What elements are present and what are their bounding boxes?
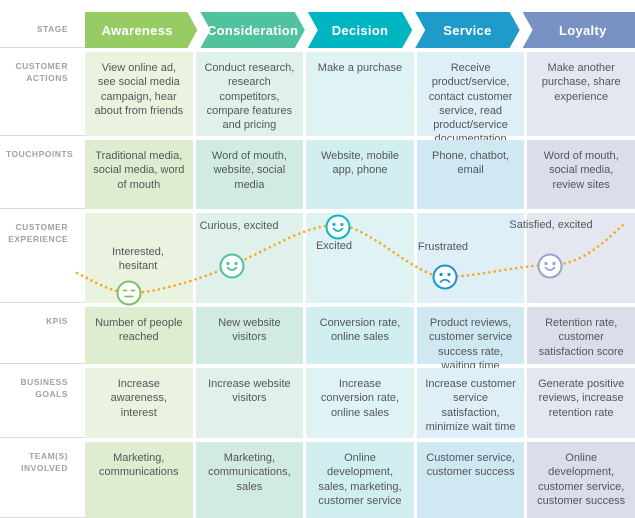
touchpoints-cell-decision: Website, mobile app, phone: [306, 140, 414, 209]
touchpoints-cell-loyalty: Word of mouth, social media, review site…: [527, 140, 635, 209]
stage-header-awareness: Awareness: [85, 12, 197, 48]
stage-header-cells: Awareness Consideration Decision Service…: [85, 12, 635, 48]
actions-cell-consideration: Conduct research, research competitors, …: [195, 52, 304, 136]
mood-label-loyalty: Satisfied, excited: [509, 219, 593, 231]
actions-cell-service: Receive product/service, contact custome…: [416, 52, 525, 145]
smiley-neutral-icon: [116, 280, 142, 306]
mood-label-decision: Excited: [315, 240, 353, 252]
kpis-cell-decision: Conversion rate, online sales: [306, 307, 414, 364]
actions-cell-awareness: View online ad, see social media campaig…: [85, 52, 193, 136]
touchpoints-row: TOUCHPOINTS Traditional media, social me…: [0, 140, 635, 209]
teams-cell-service: Customer service, customer success: [416, 442, 525, 518]
teams-cell-loyalty: Online development, customer service, cu…: [527, 442, 635, 518]
row-label-stage: STAGE: [0, 12, 85, 48]
touchpoints-cell-service: Phone, chatbot, email: [416, 140, 525, 209]
goals-cell-decision: Increase conversion rate, online sales: [306, 368, 414, 438]
kpis-cell-awareness: Number of people reached: [85, 307, 193, 364]
teams-cell-consideration: Marketing, communications, sales: [195, 442, 304, 518]
experience-cell-decision: [306, 213, 414, 303]
smiley-happy-icon: [537, 253, 563, 279]
goals-cell-loyalty: Generate positive reviews, increase rete…: [527, 368, 635, 438]
goals-cell-awareness: Increase awareness, interest: [85, 368, 193, 438]
smiley-happy-icon: [325, 214, 351, 240]
mood-label-service: Frustrated: [417, 241, 469, 253]
row-label-touchpoints: TOUCHPOINTS: [0, 140, 85, 209]
actions-cell-decision: Make a purchase: [306, 52, 414, 136]
smiley-happy-icon: [219, 253, 245, 279]
mood-label-awareness: Interested, hesitant: [112, 246, 164, 272]
kpis-cell-consideration: New website visitors: [195, 307, 304, 364]
touchpoints-cell-consideration: Word of mouth, website, social media: [195, 140, 304, 209]
kpis-row: KPIS Number of people reached New websit…: [0, 307, 635, 372]
row-label-kpis: KPIS: [0, 307, 85, 364]
row-label-teams-involved: TEAM(S) INVOLVED: [0, 442, 85, 518]
actions-cell-loyalty: Make another purchase, share experience: [527, 52, 635, 136]
stage-header-decision: Decision: [308, 12, 412, 48]
kpis-cell-service: Product reviews, customer service succes…: [416, 307, 525, 372]
teams-cell-decision: Online development, sales, marketing, cu…: [306, 442, 414, 518]
stage-header-service: Service: [415, 12, 519, 48]
touchpoints-cell-awareness: Traditional media, social media, word of…: [85, 140, 193, 209]
stage-header-consideration: Consideration: [200, 12, 304, 48]
row-label-business-goals: BUSINESS GOALS: [0, 368, 85, 438]
customer-experience-row: CUSTOMER EXPERIENCE Interested, hesitant…: [0, 213, 635, 306]
teams-involved-row: TEAM(S) INVOLVED Marketing, communicatio…: [0, 442, 635, 518]
teams-cell-awareness: Marketing, communications: [85, 442, 193, 518]
mood-label-consideration: Curious, excited: [199, 220, 279, 232]
stage-header-row: STAGE Awareness Consideration Decision S…: [0, 12, 635, 48]
kpis-cell-loyalty: Retention rate, customer satisfaction sc…: [527, 307, 635, 364]
business-goals-row: BUSINESS GOALS Increase awareness, inter…: [0, 368, 635, 438]
goals-cell-service: Increase customer service satisfaction, …: [416, 368, 525, 438]
row-label-customer-experience: CUSTOMER EXPERIENCE: [0, 213, 85, 303]
stage-header-loyalty: Loyalty: [522, 12, 635, 48]
row-label-customer-actions: CUSTOMER ACTIONS: [0, 52, 85, 136]
goals-cell-consideration: Increase website visitors: [195, 368, 304, 438]
customer-actions-row: CUSTOMER ACTIONS View online ad, see soc…: [0, 52, 635, 145]
smiley-sad-icon: [432, 264, 458, 290]
